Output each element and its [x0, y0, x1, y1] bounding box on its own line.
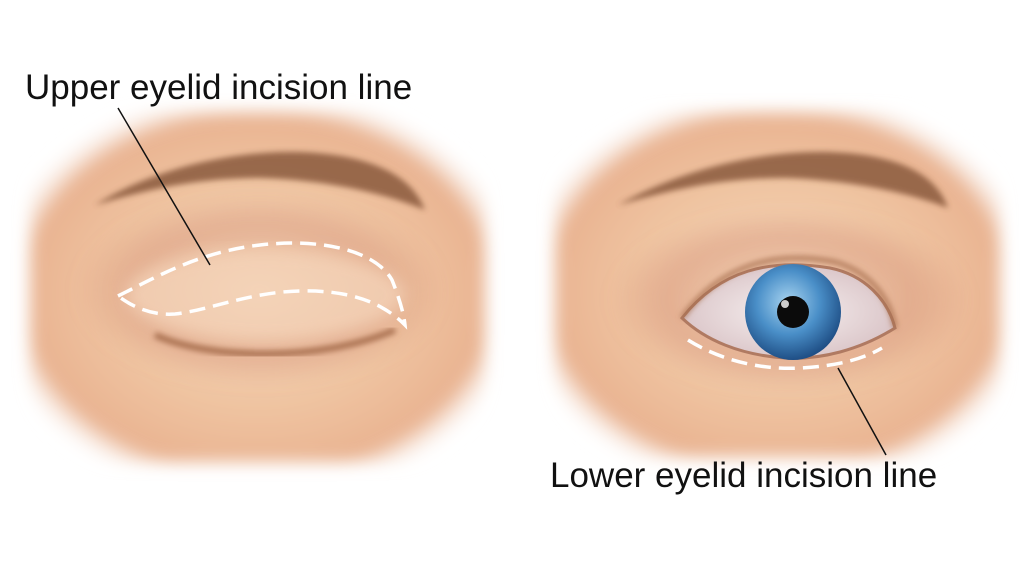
- eye-highlight: [781, 300, 789, 308]
- upper-eyelid-incision-dashes: [114, 241, 408, 330]
- left-eye-panel: [30, 107, 485, 462]
- lower-eyelid-label: Lower eyelid incision line: [550, 456, 938, 495]
- upper-lash-line: [680, 256, 897, 329]
- eyelash-line-closed: [153, 327, 397, 357]
- lower-leader-line: [837, 367, 887, 456]
- upper-leader-line: [117, 107, 211, 266]
- right-eye-panel: [555, 112, 1000, 457]
- eyebrow-left: [95, 151, 425, 210]
- pupil: [777, 296, 809, 328]
- lower-eyelid-incision-dashes: [687, 338, 883, 370]
- upper-eyelid-label: Upper eyelid incision line: [25, 68, 413, 107]
- eyebrow-right: [618, 151, 948, 208]
